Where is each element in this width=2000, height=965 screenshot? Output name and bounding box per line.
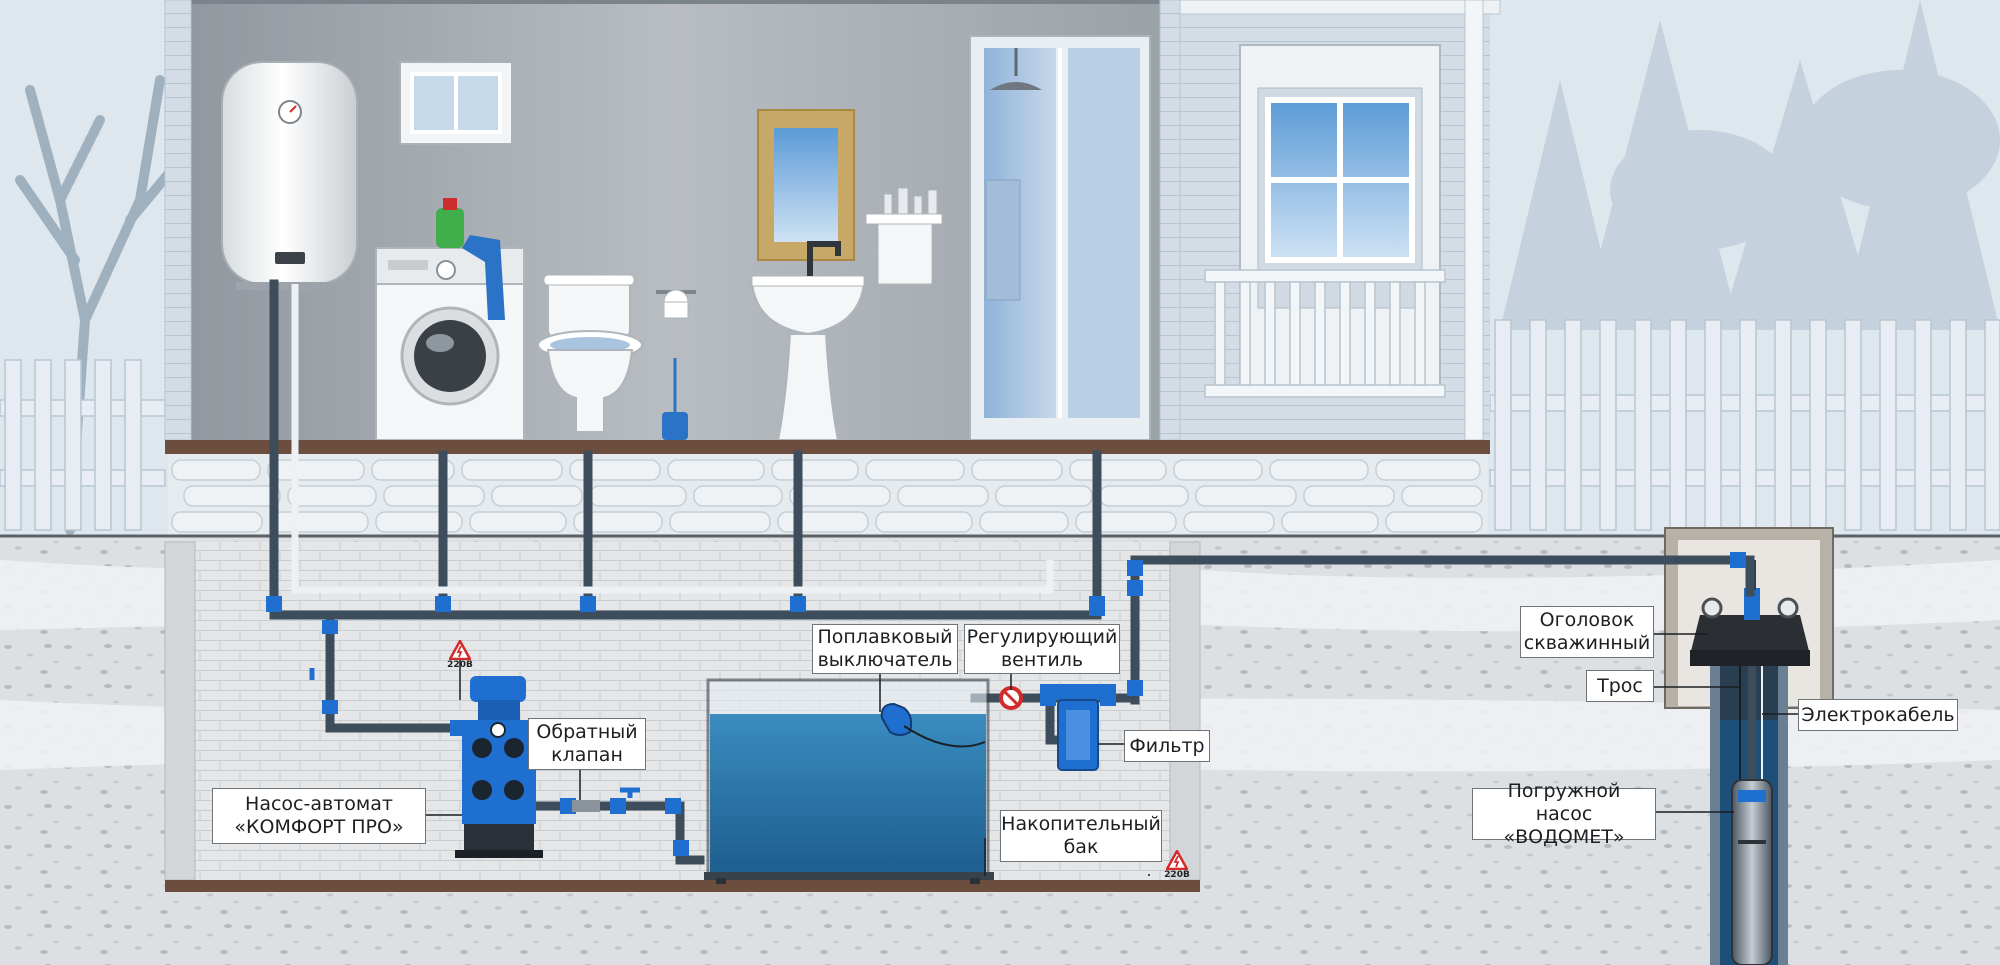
label-float-switch: Поплавковый выключатель	[812, 624, 958, 674]
hot-water-pipe	[291, 284, 1054, 594]
label-pump-station: Насос-автомат «КОМФОРТ ПРО»	[212, 788, 426, 844]
bare-tree	[15, 75, 185, 535]
pump-station-icon	[455, 676, 543, 858]
label-storage-tank: Накопительный бак	[1000, 810, 1162, 862]
warning-triangle-icon	[1166, 850, 1188, 870]
basement-floor	[165, 880, 1200, 892]
warning-triangle-icon	[449, 640, 471, 660]
label-electric-cable: Электрокабель	[1798, 699, 1958, 731]
tank-voltage-warning: 220В	[1154, 850, 1200, 880]
toilet-paper-holder	[656, 289, 696, 319]
washing-machine-icon	[375, 198, 525, 441]
ball-valve	[309, 668, 640, 798]
toilet-brush	[662, 358, 688, 440]
regulating-valve-icon	[999, 686, 1023, 710]
fence-left	[0, 359, 166, 531]
toilet-icon	[537, 274, 643, 433]
float-switch-icon	[880, 702, 986, 748]
label-filter: Фильтр	[1124, 730, 1210, 762]
tank-voltage-text: 220В	[1164, 870, 1190, 880]
pump-voltage-text: 220В	[447, 660, 473, 670]
pump-voltage-warning: 220В	[437, 640, 483, 670]
filter-icon	[1040, 684, 1116, 771]
stone-foundation	[168, 454, 1488, 536]
label-well-head: Оголовок скважинный	[1520, 606, 1654, 658]
check-valve-body	[572, 800, 600, 812]
floor-beam	[165, 440, 1490, 454]
bathroom-shelf	[865, 187, 943, 285]
shower-icon	[969, 35, 1151, 441]
label-check-valve: Обратный клапан	[528, 718, 646, 770]
fence-right	[1489, 319, 2000, 531]
well-head-cap	[1690, 588, 1810, 666]
label-rope: Трос	[1586, 670, 1654, 702]
background-trees	[1500, 0, 2000, 330]
water-heater-icon	[221, 61, 358, 290]
submersible-pump-icon	[1731, 779, 1773, 965]
sink-icon	[750, 241, 866, 441]
mirror	[757, 109, 855, 261]
porch-railing	[1204, 269, 1446, 398]
label-regulating-valve: Регулирующий вентиль	[964, 624, 1120, 674]
storage-tank-icon	[704, 678, 994, 884]
label-submersible-pump: Погружной насос «ВОДОМЕТ»	[1472, 780, 1656, 848]
